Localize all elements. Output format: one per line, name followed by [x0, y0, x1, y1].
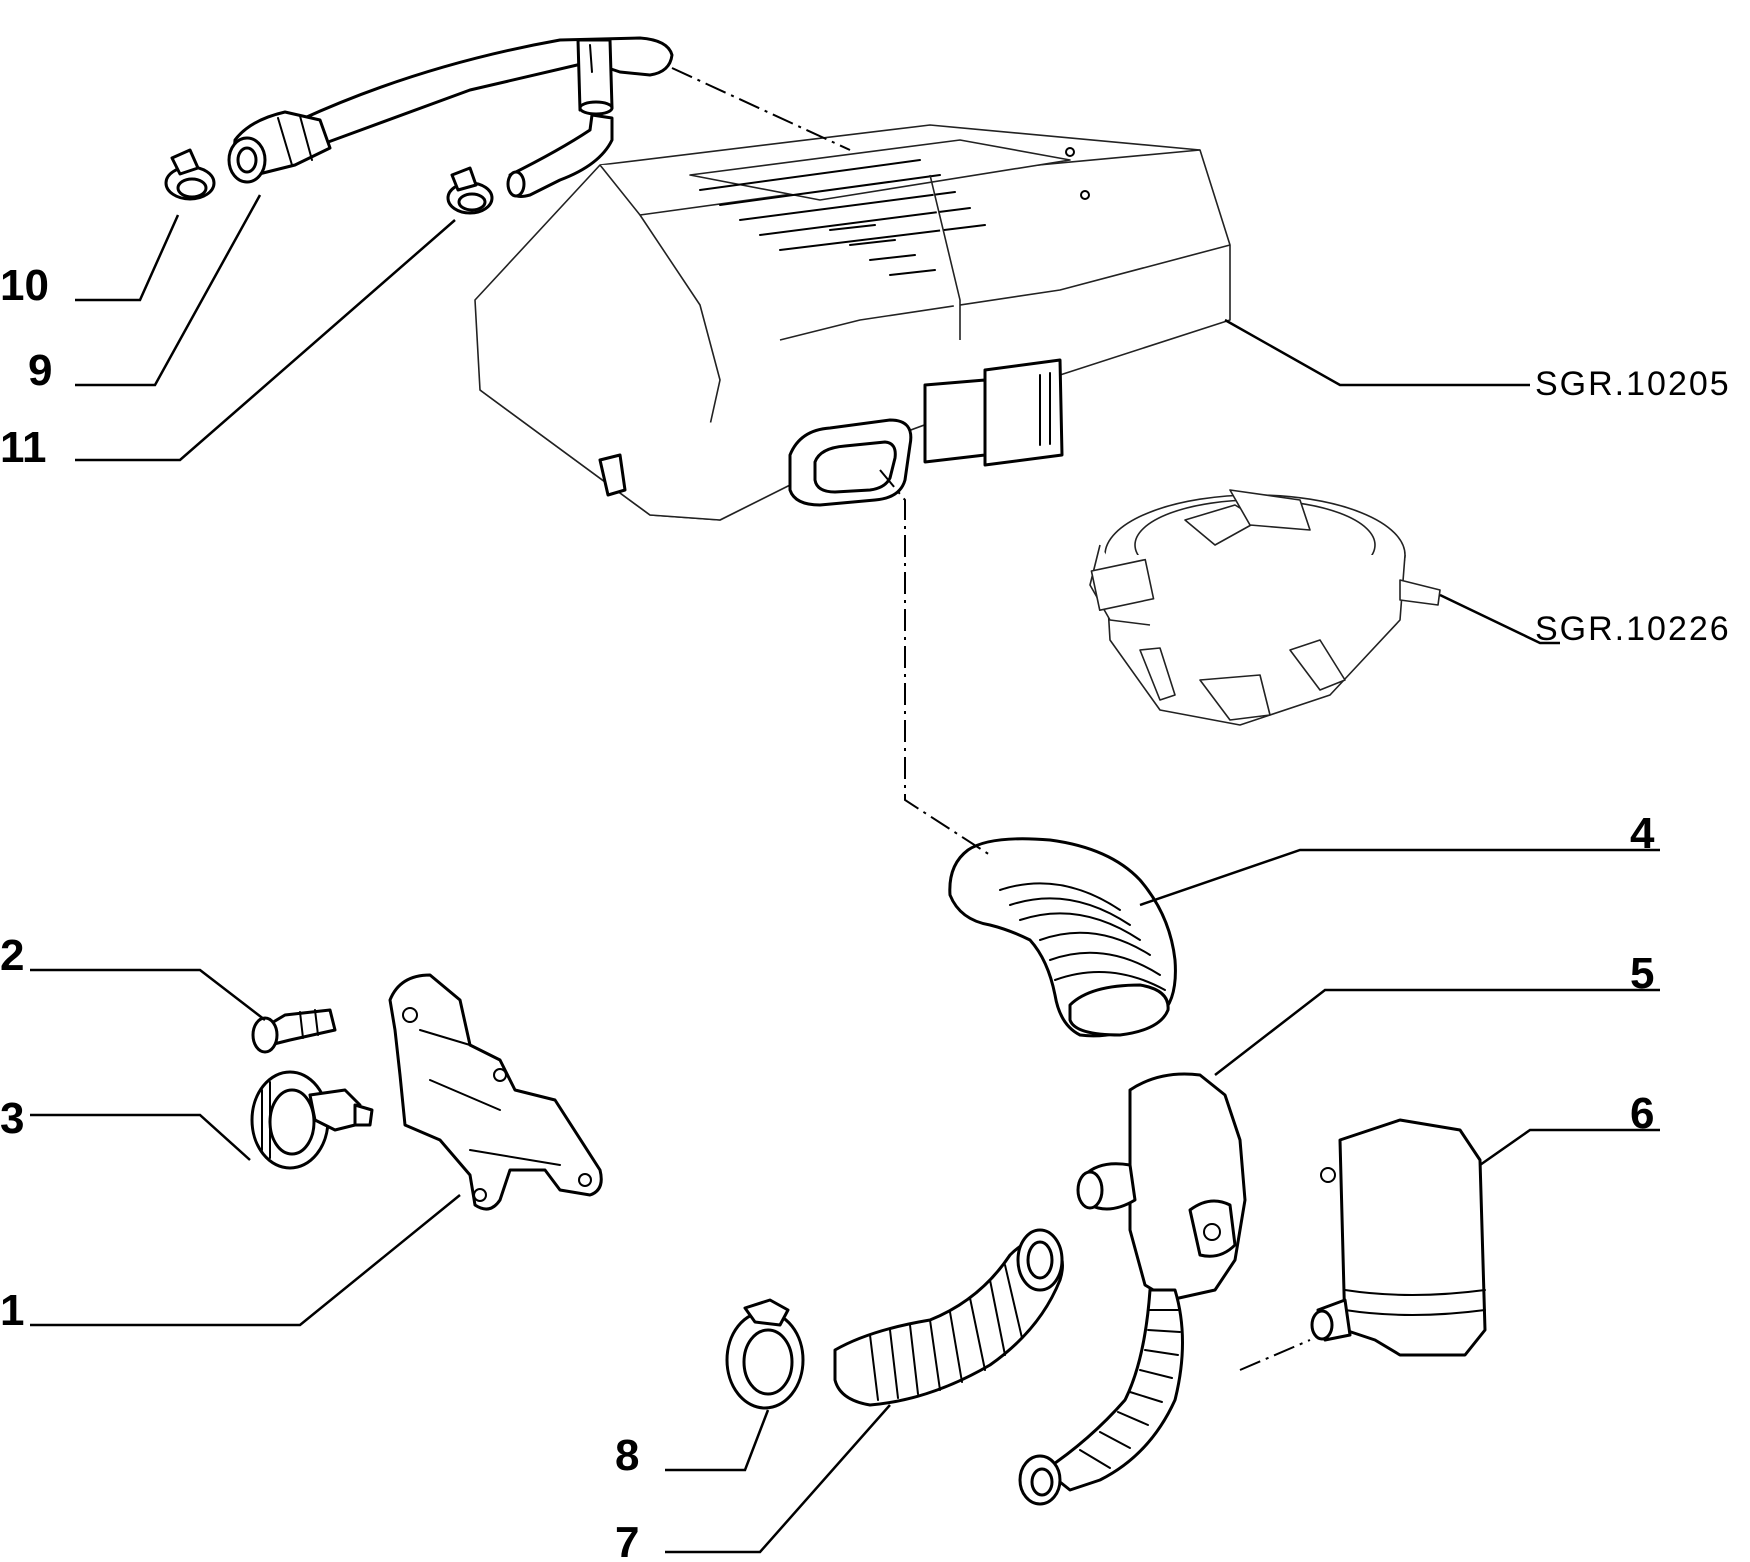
filter-box-part-6	[1310, 1118, 1487, 1357]
hose-clamp-part-3	[250, 1070, 374, 1170]
hose-clip-part-10	[164, 148, 216, 201]
hose-clip-part-11	[446, 166, 494, 215]
mounting-bracket-part-1	[388, 973, 603, 1211]
callout-1: 1	[0, 1286, 24, 1335]
callout-6: 6	[1630, 1089, 1654, 1138]
reference-air-cleaner: SGR.10205	[1535, 365, 1731, 403]
callout-2: 2	[0, 931, 24, 980]
hose-connector-part-9	[227, 110, 332, 184]
reference-carburettor: SGR.10226	[1535, 610, 1731, 648]
callout-10: 10	[0, 261, 49, 310]
callout-5: 5	[1630, 949, 1654, 998]
air-cleaner-housing	[474, 124, 1231, 521]
bolt-part-2	[251, 1008, 337, 1054]
breather-hose-assembly	[298, 36, 674, 147]
alignment-lines	[671, 67, 1311, 1371]
corrugated-hose-part-7	[833, 1228, 1064, 1407]
air-duct-part-4	[948, 837, 1177, 1038]
callout-labels: 10 9 11 2 3 1 8 7 4 5 6 SGR.10205 SGR.10…	[0, 261, 1731, 1562]
callout-4: 4	[1630, 809, 1655, 858]
callout-3: 3	[0, 1094, 24, 1143]
callout-11: 11	[0, 423, 47, 472]
hose-clamp-part-8	[725, 1298, 805, 1410]
resonator-part-5	[1018, 1072, 1247, 1506]
leader-lines	[30, 194, 1660, 1554]
callout-8: 8	[615, 1431, 639, 1480]
callout-7: 7	[615, 1518, 639, 1562]
carburettor	[1089, 489, 1441, 726]
callout-9: 9	[28, 346, 52, 395]
small-bent-hose	[506, 113, 614, 198]
